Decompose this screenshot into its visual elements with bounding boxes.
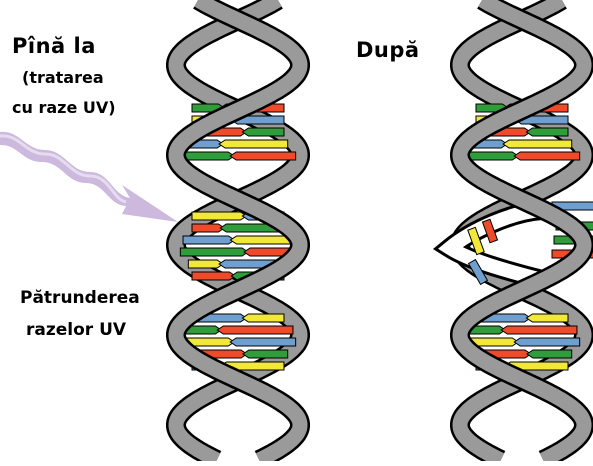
base-right [217,326,293,334]
base-right [230,152,295,160]
after-title: După [356,38,420,62]
dna-helix-after [450,0,593,460]
base-left [464,152,518,160]
base-right [230,338,295,346]
base-left [180,152,234,160]
base-right [243,350,288,358]
base-left [192,272,235,280]
base-right [526,314,568,322]
base-left [188,260,223,268]
base-right [503,140,572,148]
base-right [526,128,568,136]
penetration-label-line1: Pătrunderea [20,288,140,308]
base-right [514,152,579,160]
base-right [242,314,284,322]
penetration-label-line2: razelor UV [26,320,126,340]
base-right [501,326,577,334]
base-right [242,128,284,136]
dna-helix-before [176,0,300,460]
base-left [192,212,246,220]
before-subtitle-line1: (tratarea [22,68,104,87]
uv-ray-arrow-icon [0,132,178,222]
base-left [183,236,234,244]
before-title: Pînă la [12,34,96,58]
base-right [527,350,572,358]
base-right [514,338,579,346]
before-subtitle-line2: cu raze UV) [12,98,116,117]
base-right [231,236,293,244]
base-right [219,140,288,148]
base-left [180,248,248,256]
